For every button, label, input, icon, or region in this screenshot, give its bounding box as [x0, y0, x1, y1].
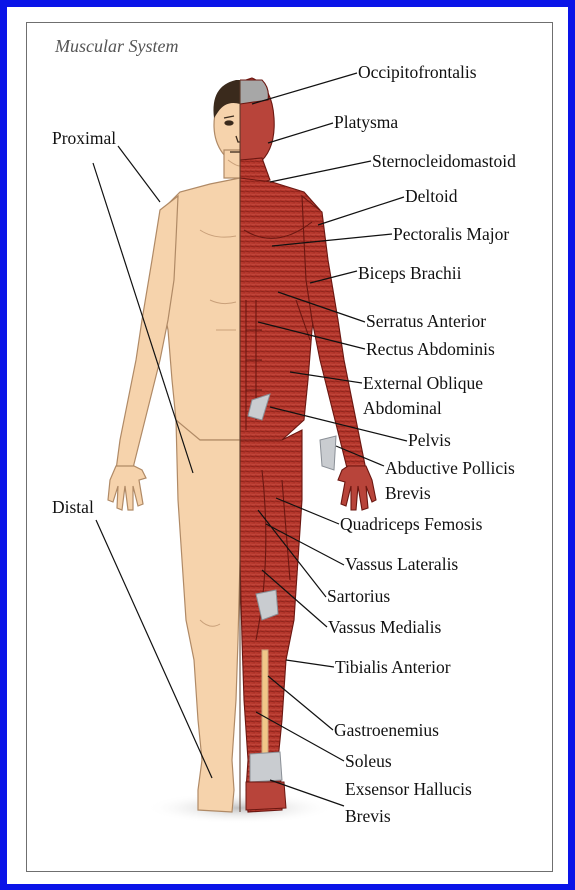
label-distal: Distal [52, 497, 94, 517]
label-rectus-abdominis: Rectus Abdominis [366, 339, 495, 359]
label-platysma: Platysma [334, 112, 398, 132]
label-serratus-anterior: Serratus Anterior [366, 311, 486, 331]
label-occipitofrontalis: Occipitofrontalis [358, 62, 477, 82]
label-deltoid: Deltoid [405, 186, 458, 206]
label-external-oblique-line2: Abdominal [363, 398, 442, 418]
diagram-title: Muscular System [55, 36, 178, 57]
label-pectoralis-major: Pectoralis Major [393, 224, 509, 244]
label-abductive-pollicis: Abductive Pollicis [385, 458, 515, 478]
label-quadriceps-femosis: Quadriceps Femosis [340, 514, 482, 534]
muscle-body [240, 78, 376, 812]
label-sartorius: Sartorius [327, 586, 390, 606]
label-vassus-medialis: Vassus Medialis [328, 617, 441, 637]
label-tibialis-anterior: Tibialis Anterior [335, 657, 451, 677]
label-pelvis: Pelvis [408, 430, 451, 450]
label-abductive-pollicis-line2: Brevis [385, 483, 431, 503]
label-external-oblique: External Oblique [363, 373, 483, 393]
label-exsensor-hallucis: Exsensor Hallucis [345, 779, 472, 799]
label-soleus: Soleus [345, 751, 392, 771]
label-gastroenemius: Gastroenemius [334, 720, 439, 740]
label-biceps-brachii: Biceps Brachii [358, 263, 462, 283]
label-exsensor-hallucis-line2: Brevis [345, 806, 391, 826]
label-proximal: Proximal [52, 128, 116, 148]
label-vassus-lateralis: Vassus Lateralis [345, 554, 458, 574]
label-sternocleidomastoid: Sternocleidomastoid [372, 151, 516, 171]
